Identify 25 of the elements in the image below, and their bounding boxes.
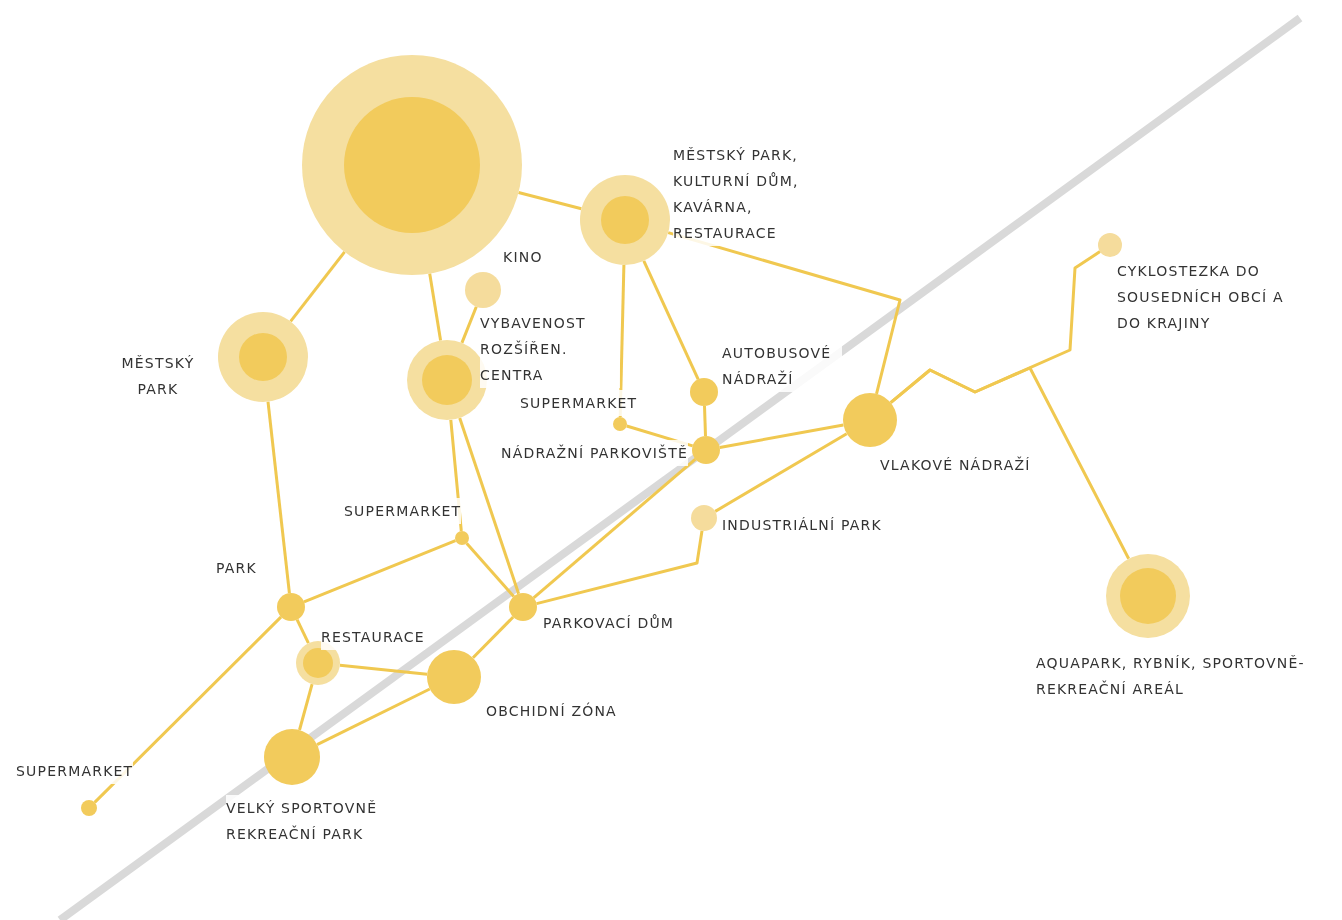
connector-line bbox=[460, 306, 478, 344]
connector-line bbox=[298, 683, 314, 731]
connector-line bbox=[889, 366, 1131, 560]
connector-line bbox=[714, 432, 848, 513]
connector-line bbox=[667, 231, 902, 395]
connector-line bbox=[289, 251, 346, 323]
connector-line bbox=[719, 423, 844, 449]
connector-line bbox=[536, 530, 704, 606]
connector-line bbox=[339, 663, 428, 676]
connector-line bbox=[518, 191, 582, 211]
connector-line bbox=[465, 542, 515, 598]
connector-line bbox=[642, 260, 700, 380]
connector-line bbox=[471, 615, 515, 659]
connector-line bbox=[532, 457, 697, 600]
connector-line bbox=[303, 539, 457, 604]
connector-line bbox=[266, 401, 291, 594]
connector-line bbox=[428, 273, 443, 341]
connector-line bbox=[316, 687, 431, 746]
connector-line bbox=[295, 618, 310, 644]
connector-line bbox=[703, 405, 707, 437]
place-label: SUPERMARKET bbox=[344, 498, 462, 524]
connector-line bbox=[93, 615, 283, 804]
place-label: SUPERMARKET bbox=[520, 390, 638, 416]
connector-line bbox=[626, 424, 694, 448]
connector-line bbox=[458, 417, 521, 595]
